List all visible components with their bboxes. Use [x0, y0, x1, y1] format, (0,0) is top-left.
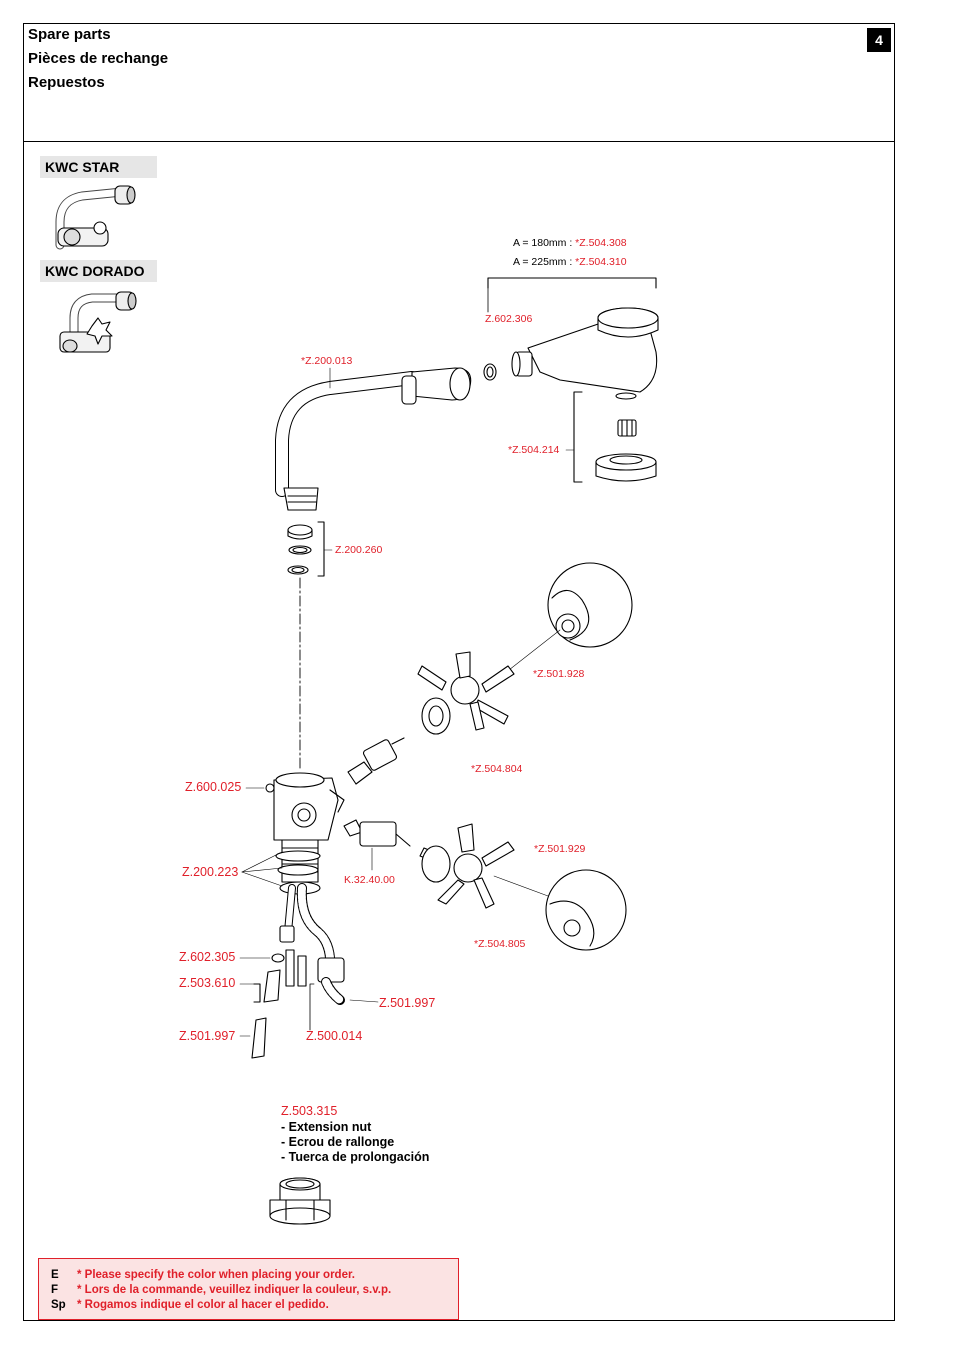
part-label-z602305: Z.602.305 — [179, 950, 236, 964]
spout-option-225: A = 225mm : *Z.504.310 — [513, 256, 627, 268]
part-label-z200013: *Z.200.013 — [301, 355, 353, 367]
cartridge-top — [347, 737, 405, 785]
spout-option-225-prefix: A = 225mm : — [513, 256, 576, 268]
part-label-z503610: Z.503.610 — [179, 976, 236, 990]
note-lang-es: Sp — [51, 1299, 66, 1311]
spout-option-225-code: *Z.504.310 — [575, 256, 627, 268]
handle-ball-top — [547, 562, 633, 648]
star-handle-lower — [419, 823, 515, 909]
part-label-z501997-left: Z.501.997 — [179, 1029, 236, 1043]
page-frame — [23, 23, 895, 1321]
spout-option-180-prefix: A = 180mm : — [513, 237, 576, 249]
extension-nut-description: - Extension nut - Ecrou de rallonge - Tu… — [281, 1120, 429, 1165]
page-number: 4 — [867, 28, 891, 52]
note-text-fr: * Lors de la commande, veuillez indiquer… — [77, 1284, 392, 1296]
cartridge-lower — [343, 819, 411, 847]
note-lang-en: E — [51, 1269, 59, 1281]
header-separator — [23, 141, 895, 142]
o-rings — [287, 524, 313, 575]
note-text-es: * Rogamos indique el color al hacer el p… — [77, 1299, 329, 1311]
spout-option-180: A = 180mm : *Z.504.308 — [513, 237, 627, 249]
color-note-box: E * Please specify the color when placing… — [38, 1258, 459, 1320]
part-label-z503315: Z.503.315 — [281, 1104, 338, 1118]
extension-nut-en: - Extension nut — [281, 1120, 372, 1134]
note-row-fr: F * Lors de la commande, veuillez indique… — [51, 1283, 391, 1297]
part-label-z504214: *Z.504.214 — [508, 444, 560, 456]
title-fr: Pièces de rechange — [28, 50, 169, 67]
note-row-es: Sp * Rogamos indique el color al hacer el… — [51, 1298, 329, 1312]
title-en: Spare parts — [28, 26, 111, 43]
extension-nut-es: - Tuerca de prolongación — [281, 1150, 430, 1164]
part-label-z501929: *Z.501.929 — [534, 843, 586, 855]
part-label-z600025: Z.600.025 — [185, 780, 242, 794]
part-label-z500014: Z.500.014 — [306, 1029, 363, 1043]
part-label-k324000: K.32.40.00 — [344, 874, 395, 886]
aerator-spout-head — [511, 307, 659, 393]
spout — [275, 367, 472, 511]
title-es: Repuestos — [28, 74, 105, 91]
note-lang-fr: F — [51, 1284, 59, 1296]
model-kwc-dorado: KWC DORADO — [40, 260, 157, 282]
mixer-body — [273, 772, 345, 895]
note-text-en: * Please specify the color when placing … — [77, 1269, 356, 1281]
note-row-en: E * Please specify the color when placing… — [51, 1268, 355, 1282]
part-label-z200223: Z.200.223 — [182, 865, 239, 879]
model-kwc-star: KWC STAR — [40, 156, 157, 178]
kwc-star-thumbnail — [55, 185, 136, 250]
part-label-z501928: *Z.501.928 — [533, 668, 585, 680]
part-label-z504805: *Z.504.805 — [474, 938, 526, 950]
part-label-z501997-right: Z.501.997 — [379, 996, 436, 1010]
extension-nut-fr: - Ecrou de rallonge — [281, 1135, 395, 1149]
spout-option-180-code: *Z.504.308 — [575, 237, 627, 249]
part-label-z200260: Z.200.260 — [335, 544, 383, 556]
part-label-z504804: *Z.504.804 — [471, 763, 523, 775]
star-handle-top — [417, 651, 515, 735]
part-label-z602306: Z.602.306 — [485, 313, 533, 325]
handle-ball-lower — [545, 869, 627, 951]
kwc-dorado-thumbnail — [59, 291, 137, 353]
extension-nut — [269, 1177, 331, 1225]
